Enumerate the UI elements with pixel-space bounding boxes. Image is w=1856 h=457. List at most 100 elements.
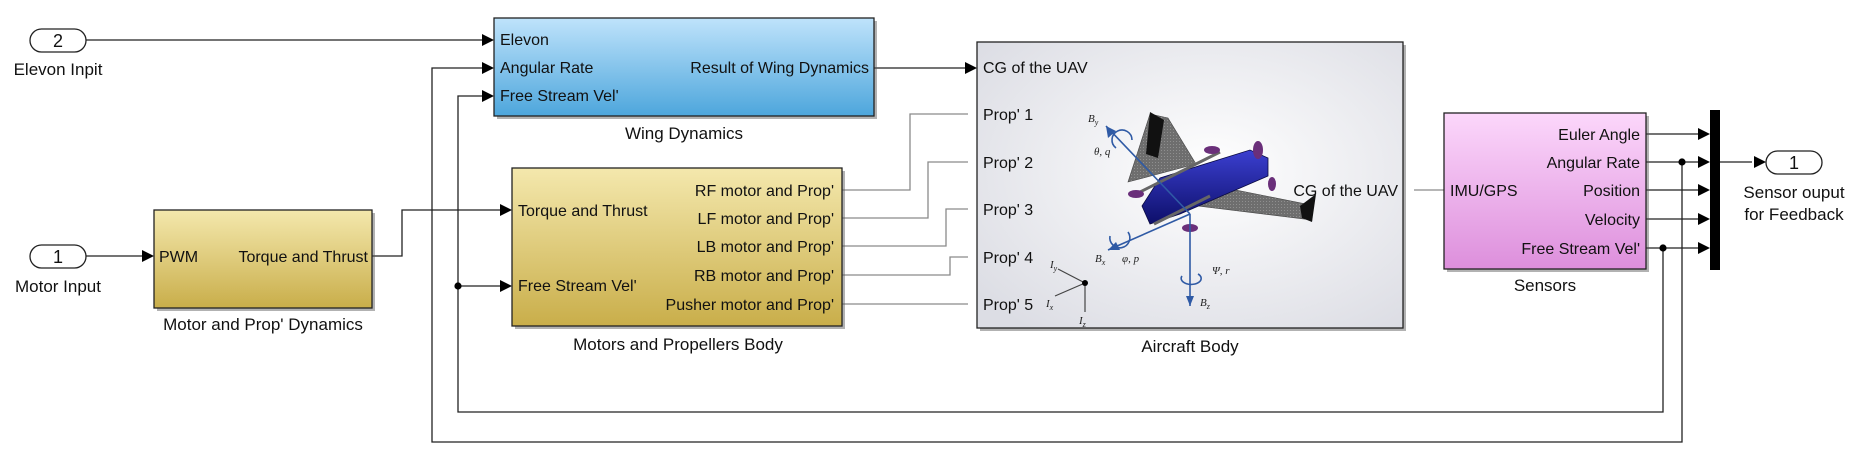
port-rf-motor: RF motor and Prop'	[695, 183, 834, 200]
port-prop5: Prop' 5	[983, 297, 1033, 314]
line-feedback-velocity	[457, 95, 1664, 413]
port-lb-motor: LB motor and Prop'	[697, 239, 834, 256]
junction-dot	[1678, 158, 1686, 166]
uav-motor-icon	[1253, 141, 1263, 159]
junction-dot	[1659, 244, 1667, 252]
outport-number: 1	[1789, 153, 1799, 173]
rot-phi-icon	[1109, 231, 1131, 249]
inertial-origin	[1082, 280, 1088, 286]
uav-tail-fin	[1146, 112, 1164, 158]
symbol-phi-p: φ, p	[1122, 253, 1140, 265]
line-feedback-angular-rate	[431, 67, 1683, 443]
port-torque-thrust-in: Torque and Thrust	[518, 203, 648, 220]
inport-label: Motor Input	[15, 277, 101, 296]
axis-iy	[1057, 268, 1086, 284]
block-caption: Motor and Prop' Dynamics	[163, 315, 363, 334]
port-lf-motor: LF motor and Prop'	[698, 211, 834, 228]
port-pwm: PWM	[159, 249, 198, 266]
uav-illustration	[1127, 112, 1316, 232]
body-axes	[1105, 125, 1202, 306]
rot-theta-icon	[1111, 129, 1133, 149]
symbol-ix: Ix	[1045, 298, 1054, 312]
arrow-icon	[1698, 128, 1710, 140]
uav-boom	[1135, 150, 1221, 196]
arrow-icon	[500, 204, 512, 216]
inport-motor[interactable]: 1 Motor Input	[15, 244, 101, 296]
outport-sensor[interactable]: 1 Sensor ouput for Feedback	[1743, 150, 1845, 224]
port-imu-gps: IMU/GPS	[1450, 183, 1518, 200]
block-motors-propellers-body[interactable]: Torque and Thrust Free Stream Vel' RF mo…	[511, 167, 845, 354]
inport-label: Elevon Inpit	[14, 60, 103, 79]
block-aircraft-body[interactable]: By θ, q Bx φ, p Ψ, r Bz Iy Ix Iz CG of t…	[976, 41, 1406, 356]
port-free-stream-vel: Free Stream Vel'	[500, 88, 619, 105]
symbol-iz: Iz	[1078, 315, 1087, 329]
port-result-wing: Result of Wing Dynamics	[690, 60, 869, 77]
wire-prop4	[840, 256, 968, 276]
port-angular-rate-out: Angular Rate	[1547, 155, 1640, 172]
mux-bar[interactable]	[1710, 110, 1720, 270]
rot-psi-icon	[1180, 273, 1202, 286]
arrowheads	[142, 34, 1766, 292]
wire-prop3	[840, 208, 968, 247]
body-axis-arrowheads	[1106, 126, 1194, 306]
outport-label-line1: Sensor ouput	[1743, 183, 1844, 202]
uav-winglet	[1300, 194, 1316, 222]
arrow-icon	[965, 62, 977, 74]
arrow-icon	[482, 34, 494, 46]
prop-wires	[840, 113, 1444, 305]
uav-motor-icon	[1204, 146, 1220, 154]
port-rb-motor: RB motor and Prop'	[694, 268, 834, 285]
block-caption: Aircraft Body	[1141, 337, 1239, 356]
port-free-stream-vel-out: Free Stream Vel'	[1521, 241, 1640, 258]
wire-prop1	[840, 113, 968, 191]
axis-by	[1105, 125, 1191, 215]
port-euler-angle: Euler Angle	[1558, 127, 1640, 144]
port-torque-thrust: Torque and Thrust	[238, 249, 368, 266]
arrow-icon	[142, 250, 154, 262]
arrow-icon	[1754, 156, 1766, 168]
port-cg-in: CG of the UAV	[983, 60, 1088, 77]
symbol-bz: Bz	[1200, 297, 1211, 311]
port-prop3: Prop' 3	[983, 202, 1033, 219]
signal-lines	[74, 39, 1752, 443]
port-angular-rate: Angular Rate	[500, 60, 593, 77]
arrow-icon	[1698, 213, 1710, 225]
wire-prop2	[840, 161, 968, 219]
arrow-icon	[500, 280, 512, 292]
uav-boom	[1153, 194, 1211, 226]
block-motor-prop-dynamics[interactable]: PWM Torque and Thrust Motor and Prop' Dy…	[153, 209, 375, 334]
block-caption: Wing Dynamics	[625, 124, 743, 143]
axis-ix	[1054, 282, 1086, 297]
line-torque-to-motors	[372, 209, 502, 257]
port-cg-out: CG of the UAV	[1293, 183, 1398, 200]
outport-label-line2: for Feedback	[1744, 205, 1844, 224]
symbol-theta-q: θ, q	[1094, 146, 1111, 158]
arrow-icon	[482, 90, 494, 102]
port-pusher-motor: Pusher motor and Prop'	[666, 297, 834, 314]
junction-dot	[454, 282, 462, 290]
arrow-icon	[1108, 242, 1120, 250]
symbol-psi-r: Ψ, r	[1212, 265, 1230, 277]
port-prop2: Prop' 2	[983, 155, 1033, 172]
port-elevon: Elevon	[500, 32, 549, 49]
block-sensors[interactable]: IMU/GPS Euler Angle Angular Rate Positio…	[1443, 112, 1649, 295]
arrow-icon	[1698, 242, 1710, 254]
block-caption: Sensors	[1514, 276, 1576, 295]
symbol-bx: Bx	[1095, 253, 1106, 267]
uav-motor-icon	[1128, 190, 1144, 198]
inport-number: 2	[53, 31, 63, 51]
port-prop4: Prop' 4	[983, 250, 1033, 267]
symbol-by: By	[1088, 113, 1099, 127]
port-position: Position	[1583, 183, 1640, 200]
arrow-icon	[1106, 126, 1116, 138]
arrow-icon	[1186, 296, 1194, 306]
arrow-icon	[482, 62, 494, 74]
inport-elevon[interactable]: 2 Elevon Inpit	[14, 28, 103, 79]
port-velocity: Velocity	[1585, 212, 1640, 229]
inport-number: 1	[53, 247, 63, 267]
arrow-icon	[1698, 184, 1710, 196]
uav-motor-icon	[1268, 177, 1276, 191]
block-wing-dynamics[interactable]: Elevon Angular Rate Free Stream Vel' Res…	[493, 17, 877, 143]
axis-bx	[1107, 213, 1191, 251]
